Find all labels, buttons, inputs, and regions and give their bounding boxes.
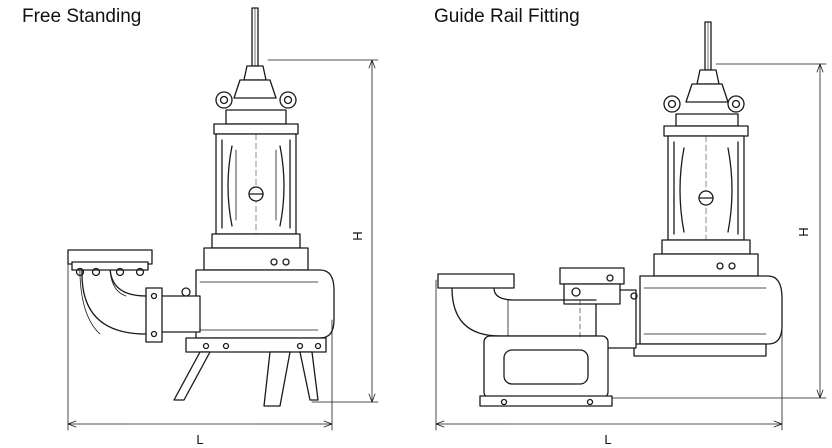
guide-rail-l-label: L [604,432,611,447]
free-standing-length-dimension [67,263,333,431]
guide-rail-h-label: H [796,227,811,236]
free-standing-height-dimension [267,59,379,403]
guide-rail-height-dimension [611,63,827,399]
guide-rail-pump [437,21,783,407]
guide-rail-length-dimension [435,279,783,431]
free-standing-pump [67,7,335,407]
free-standing-h-label: H [350,231,365,240]
free-standing-title: Free Standing [22,6,142,27]
guide-rail-fitting-title: Guide Rail Fitting [434,6,580,27]
free-standing-l-label: L [196,432,203,447]
